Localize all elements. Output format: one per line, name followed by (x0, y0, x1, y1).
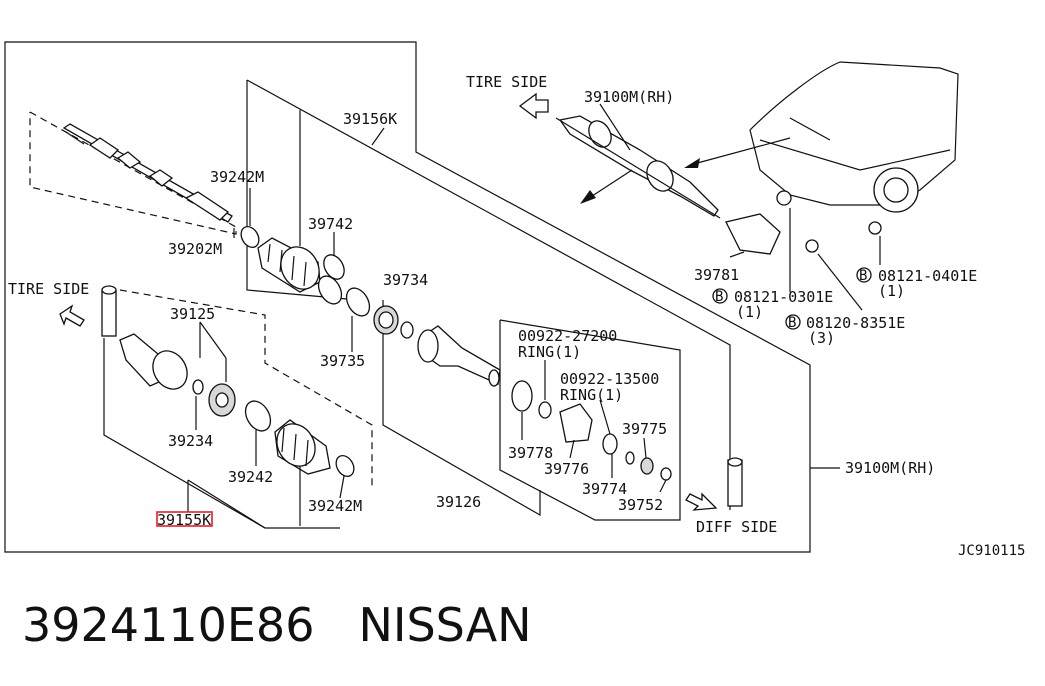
label-39156k: 39156K (343, 110, 397, 128)
diff-side-box (499, 319, 681, 521)
bracket-39126 (382, 300, 541, 517)
joint-group-outline (119, 289, 373, 488)
label-08121-0401e: 08121-0401E (878, 267, 977, 285)
label-qty-a: (1) (736, 303, 763, 321)
label-39742: 39742 (308, 215, 353, 233)
label-00922-27200: 00922-27200 (518, 327, 617, 345)
label-diff-side: DIFF SIDE (696, 518, 777, 536)
outer-boot-group (240, 226, 371, 317)
label-39155k: 39155K (157, 511, 211, 529)
label-39752: 39752 (618, 496, 663, 514)
arrow-tire-side-top (518, 92, 549, 120)
bracket-39155k (103, 338, 340, 529)
label-39242: 39242 (228, 468, 273, 486)
label-qty-c: (3) (808, 329, 835, 347)
shaft-39202m (62, 123, 233, 223)
arrow-direction (580, 169, 633, 204)
label-39781: 39781 (694, 266, 739, 284)
brand-name: NISSAN (358, 598, 532, 652)
label-39100m-right: 39100M(RH) (845, 459, 935, 477)
label-39734: 39734 (383, 271, 428, 289)
bolt-mark-b2 (856, 267, 872, 283)
label-39234: 39234 (168, 432, 213, 450)
label-39202m: 39202M (168, 240, 222, 258)
label-tire-side-left: TIRE SIDE (8, 280, 89, 298)
label-39242m-top: 39242M (210, 168, 264, 186)
label-39735: 39735 (320, 352, 365, 370)
bolt-mark-b3-letter: B (788, 315, 796, 331)
bolt-mark-b2-letter: B (859, 268, 867, 284)
bracket-39781 (725, 190, 882, 311)
label-39125: 39125 (170, 305, 215, 323)
label-39778: 39778 (508, 444, 553, 462)
arrow-diff-side (685, 492, 718, 511)
diagram-code: JC910115 (958, 543, 1025, 559)
bolt-mark-b1 (712, 288, 728, 304)
arrow-tire-side-left (59, 304, 85, 327)
vehicle-outline (749, 61, 959, 213)
label-39774: 39774 (582, 480, 627, 498)
leader-lines (195, 103, 840, 526)
highlight-39155k (156, 511, 213, 527)
label-ring-b: RING(1) (560, 386, 623, 404)
leader-39156k-tick (371, 127, 385, 146)
label-tire-side-top: TIRE SIDE (466, 73, 547, 91)
shaft-group-outline (29, 111, 237, 235)
arrow-to-car (684, 137, 791, 168)
label-39775: 39775 (622, 420, 667, 438)
bolt-mark-b3 (785, 314, 801, 330)
axle-assembly-39100m (555, 115, 721, 219)
diff-side-parts (511, 380, 672, 481)
leader-39156k-long (246, 79, 731, 460)
diagram-frame (4, 41, 811, 553)
right-shaft (727, 457, 743, 510)
label-08121-0301e: 08121-0301E (734, 288, 833, 306)
leader-39155k-b (187, 479, 266, 529)
label-39100m-top: 39100M(RH) (584, 88, 674, 106)
inner-joint-group (101, 285, 355, 477)
label-ring-a: RING(1) (518, 343, 581, 361)
label-00922-13500: 00922-13500 (560, 370, 659, 388)
label-39242m-bottom: 39242M (308, 497, 362, 515)
housing-39126 (417, 325, 501, 387)
part-number: 3924110E86 (22, 598, 315, 652)
label-qty-b: (1) (878, 282, 905, 300)
label-39776: 39776 (544, 460, 589, 478)
part-caption: 3924110E86 NISSAN (22, 598, 576, 652)
label-39126: 39126 (436, 493, 481, 511)
joint-39734 (373, 305, 414, 339)
label-08120-8351e: 08120-8351E (806, 314, 905, 332)
leader-39156k (246, 80, 359, 301)
bolt-mark-b1-letter: B (715, 289, 723, 305)
